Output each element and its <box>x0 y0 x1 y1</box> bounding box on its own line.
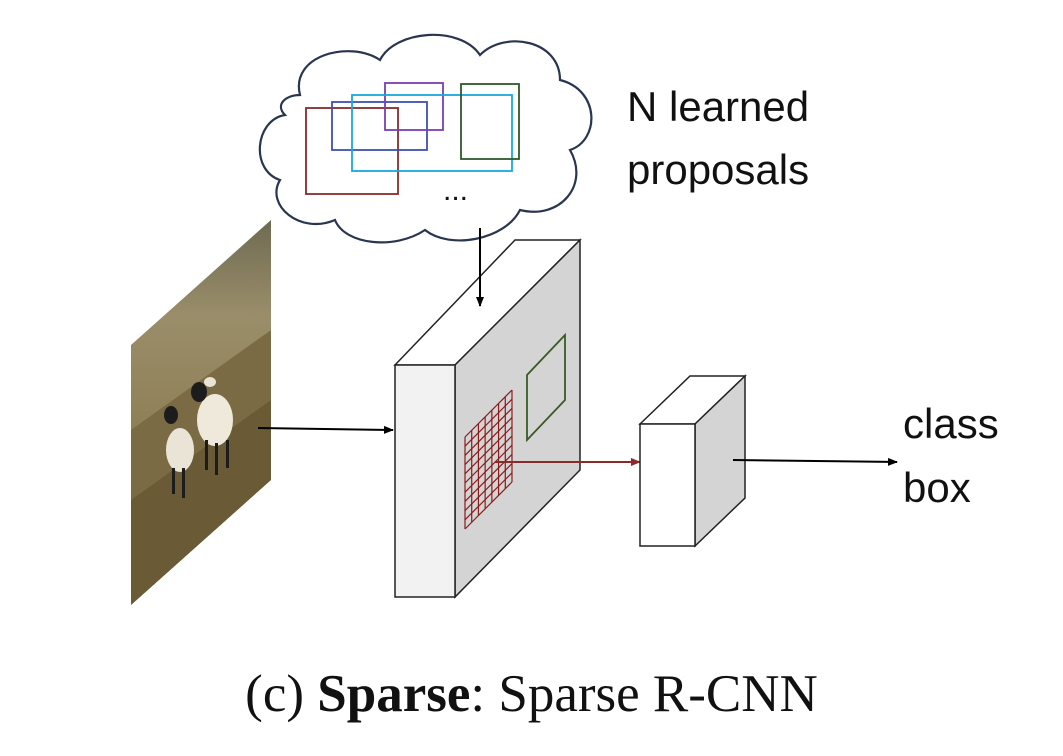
proposal-cloud: ... <box>258 33 593 244</box>
arrow-image-to-backbone <box>257 425 394 434</box>
proposals-label-line1: N learned <box>627 83 809 130</box>
feature-map-block <box>393 238 582 599</box>
roi-grid-hline <box>464 398 513 447</box>
head-block <box>638 374 747 548</box>
roi-grid-hline <box>464 417 513 466</box>
roi-grid-hline <box>464 426 513 475</box>
roi-grid-hline <box>464 444 513 493</box>
sheep-illustration <box>164 377 233 498</box>
feature-map-front-face <box>394 364 456 598</box>
output-label-box: box <box>903 464 971 511</box>
proposal-box-green <box>460 83 520 160</box>
roi-grid-hline <box>464 407 513 456</box>
roi-grid-hline <box>464 463 513 512</box>
proposal-box-purple <box>384 82 444 131</box>
roi-grid-hline <box>464 472 513 521</box>
arrow-head-to-output <box>732 457 898 466</box>
output-label-class: class <box>903 400 999 447</box>
proposal-box-blue <box>331 101 428 151</box>
figure-caption: (c) Sparse: Sparse R-CNN <box>0 668 1063 721</box>
proposal-box-cyan <box>351 94 513 172</box>
proposals-label-line2: proposals <box>627 146 809 193</box>
cloud-ellipsis: ... <box>443 174 468 207</box>
caption-prefix: (c) <box>245 665 318 723</box>
roi-grid-hline <box>464 481 513 530</box>
input-image <box>131 220 271 605</box>
cloud-shape <box>258 33 593 244</box>
roi-grid-hline <box>464 435 513 484</box>
caption-suffix: : Sparse R-CNN <box>470 665 818 723</box>
projected-proposal-green <box>526 332 566 443</box>
roi-feature-grid <box>464 389 513 530</box>
roi-grid-hline <box>464 389 513 438</box>
head-front-face <box>639 423 696 547</box>
caption-method-bold: Sparse <box>317 665 471 723</box>
